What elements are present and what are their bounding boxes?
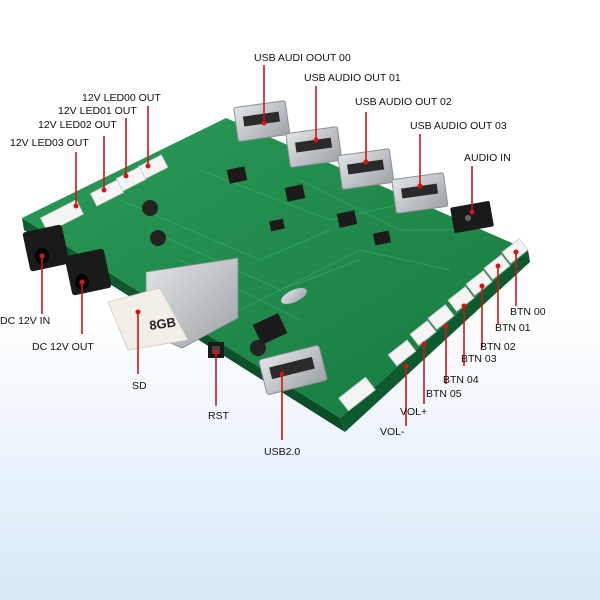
capacitors [142, 200, 266, 356]
callout-lines [41, 65, 517, 440]
label-usb-audio-out-03: USB AUDIO OUT 03 [410, 120, 507, 132]
crystal [281, 287, 307, 305]
sd-card-text: 8GB [148, 314, 177, 333]
usb-audio-ports [233, 100, 449, 214]
label-led01: 12V LED01 OUT [58, 105, 137, 117]
sd-card: 8GB [107, 287, 189, 351]
label-vol-minus: VOL- [380, 426, 405, 438]
label-btn04: BTN 04 [443, 374, 479, 386]
label-rst: RST [208, 410, 229, 422]
audio-in-jack [450, 201, 494, 233]
label-led02: 12V LED02 OUT [38, 119, 117, 131]
label-dc-in: DC 12V IN [0, 315, 51, 327]
ic-chips [226, 166, 392, 345]
label-btn05: BTN 05 [426, 388, 462, 400]
label-btn01: BTN 01 [495, 322, 531, 334]
label-led03: 12V LED03 OUT [10, 137, 89, 149]
led-connectors [40, 154, 169, 233]
label-usb-audio-out-02: USB AUDIO OUT 02 [355, 96, 452, 108]
label-usb-audio-out-00: USB AUDI OOUT 00 [254, 52, 351, 64]
label-usb20: USB2.0 [264, 446, 301, 458]
label-usb-audio-out-01: USB AUDIO OUT 01 [304, 72, 401, 84]
label-btn02: BTN 02 [480, 341, 516, 353]
label-led00: 12V LED00 OUT [82, 92, 161, 104]
pcb-traces [119, 169, 470, 321]
label-audio-in: AUDIO IN [464, 152, 511, 164]
pcb-board [22, 118, 528, 418]
label-vol-plus: VOL+ [400, 406, 428, 418]
callout-dots [39, 120, 519, 377]
audio-in-jack-hole [465, 215, 471, 221]
label-btn00: BTN 00 [510, 306, 546, 318]
label-sd: SD [132, 380, 147, 392]
label-dc-out: DC 12V OUT [32, 341, 94, 353]
label-btn03: BTN 03 [461, 353, 497, 365]
